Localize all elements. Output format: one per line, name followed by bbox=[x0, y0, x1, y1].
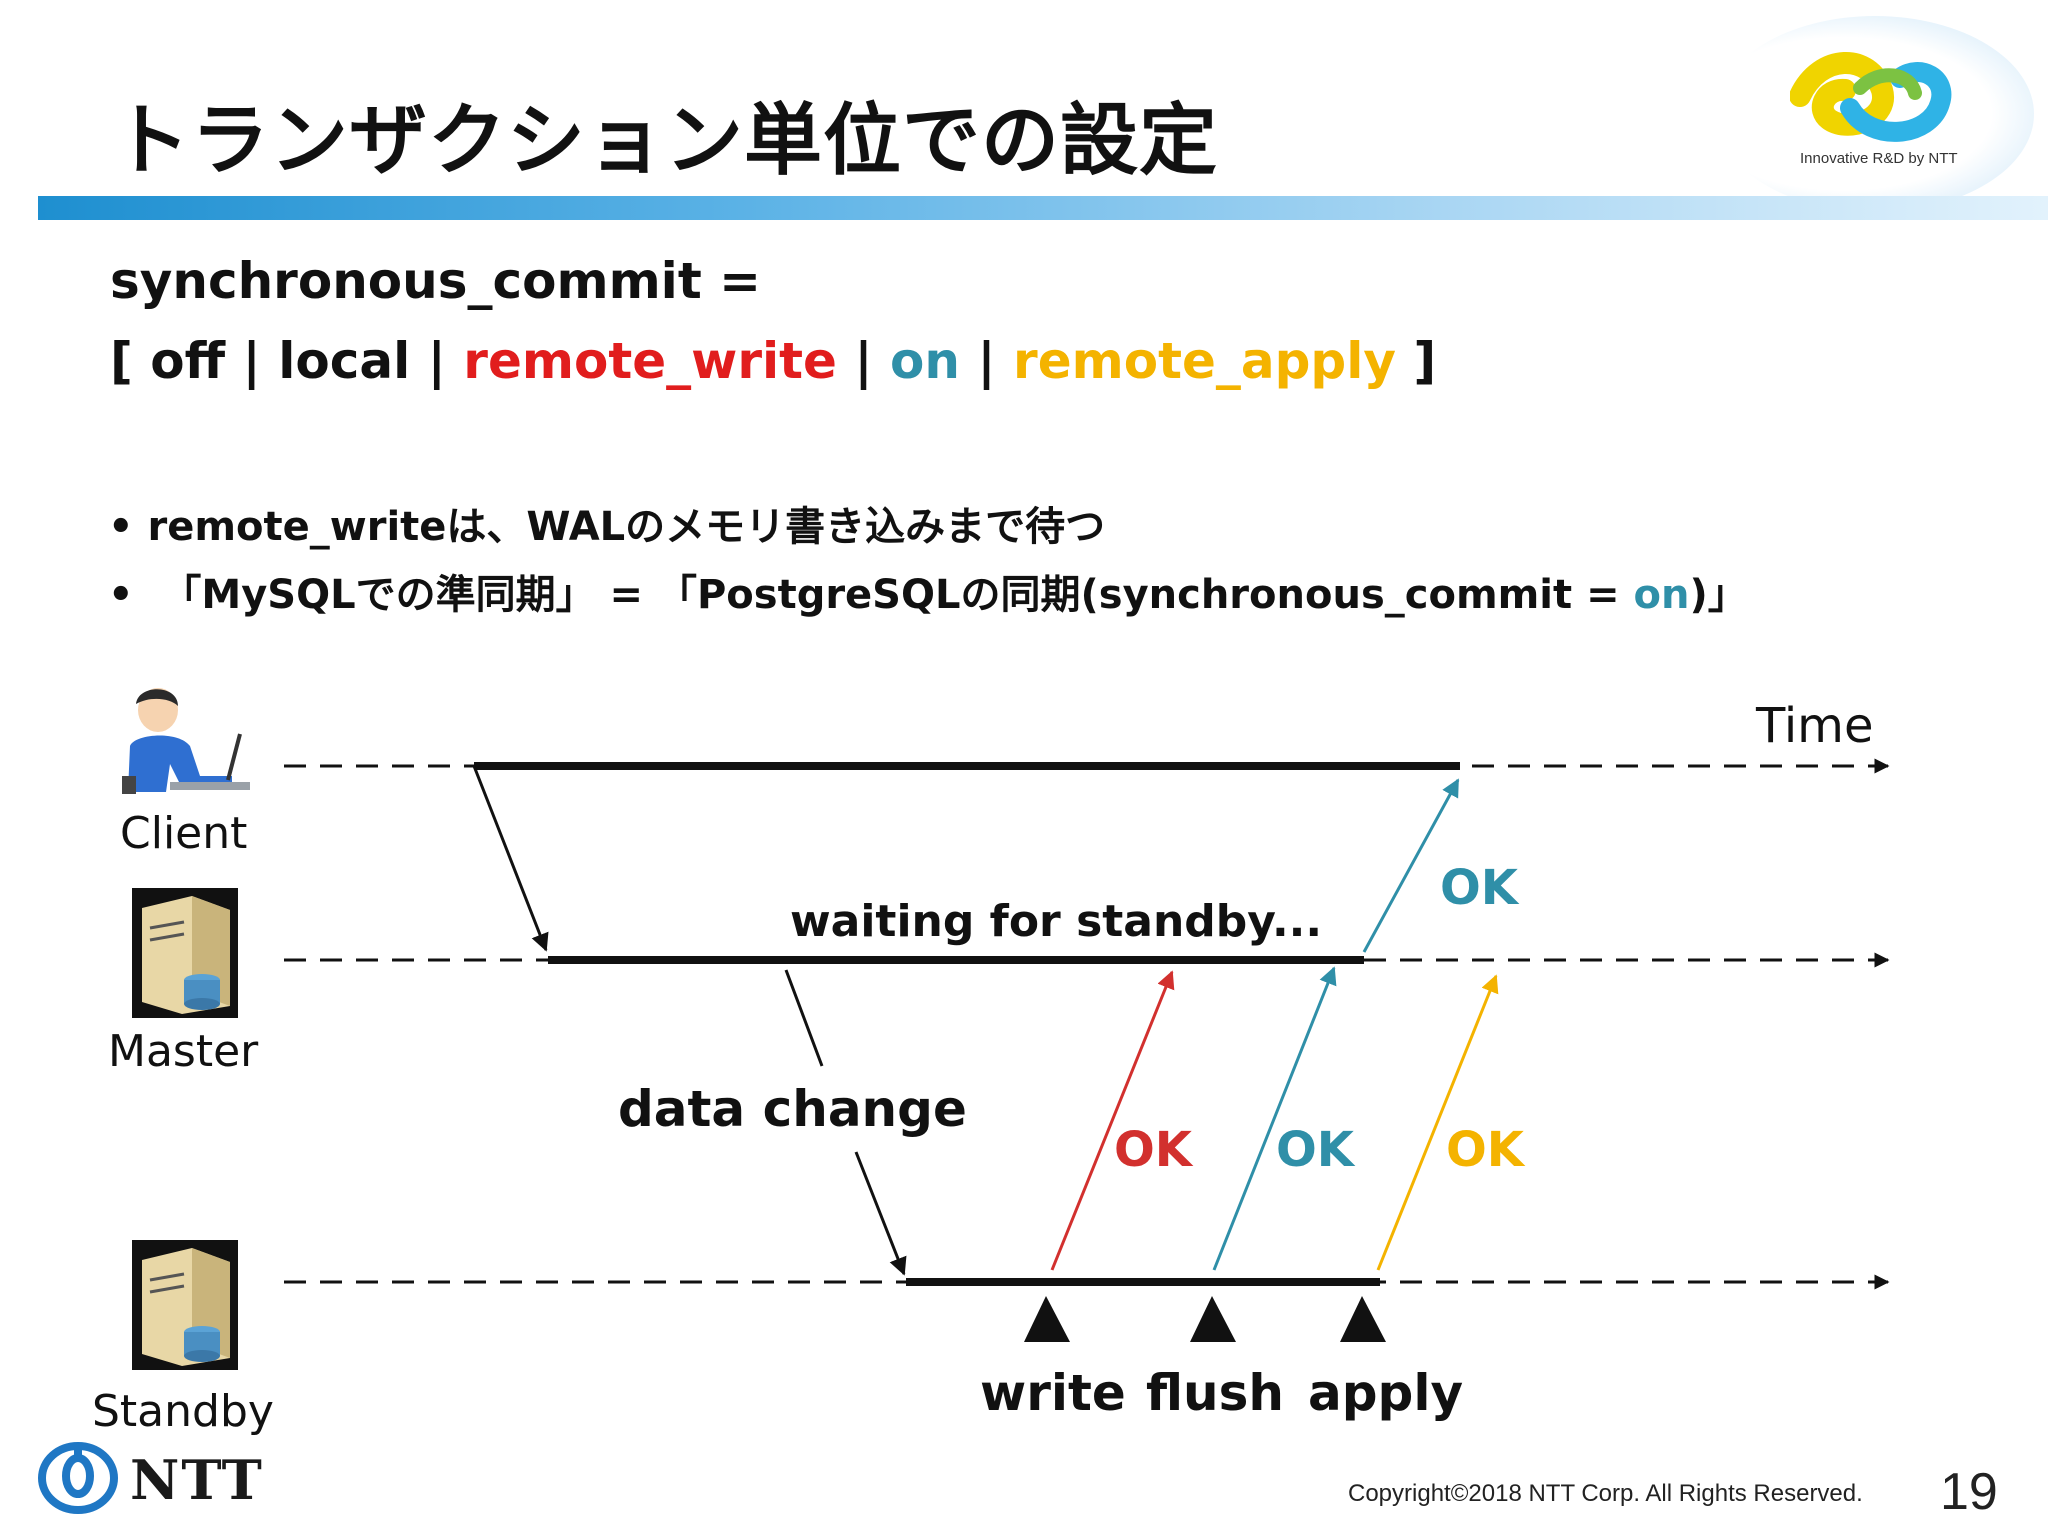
step-write-label: write bbox=[980, 1364, 1126, 1422]
setting-line-1: synchronous_commit = bbox=[110, 252, 762, 310]
client-person-icon bbox=[122, 688, 250, 794]
option-local: local bbox=[278, 332, 411, 390]
write-marker-icon bbox=[1024, 1296, 1070, 1342]
time-label: Time bbox=[1755, 698, 1873, 754]
bullet-mysql-semisync: • 「MySQLでの準同期」 = 「PostgreSQLの同期(synchron… bbox=[108, 572, 1748, 618]
actor-master-label: Master bbox=[108, 1026, 259, 1077]
waiting-label: waiting for standby... bbox=[790, 896, 1322, 947]
ok-client-label: OK bbox=[1440, 860, 1520, 916]
actor-standby-label: Standby bbox=[92, 1386, 274, 1437]
ok-flush-arrow bbox=[1212, 966, 1337, 1271]
client-to-master-arrow bbox=[472, 765, 549, 952]
apply-marker-icon bbox=[1340, 1296, 1386, 1342]
ok-write-arrow bbox=[1050, 970, 1175, 1271]
actor-client-label: Client bbox=[120, 808, 248, 859]
ok-apply-arrow bbox=[1376, 974, 1499, 1271]
option-remote-apply: remote_apply bbox=[1013, 332, 1396, 390]
option-off: off bbox=[150, 332, 226, 390]
option-on: on bbox=[890, 332, 960, 390]
standby-server-icon bbox=[132, 1240, 238, 1370]
data-change-arrow-bottom bbox=[854, 1151, 907, 1276]
ok-flush-label: OK bbox=[1276, 1122, 1356, 1178]
data-change-label: data change bbox=[618, 1080, 967, 1138]
ntt-brand: NTT bbox=[130, 1448, 264, 1512]
setting-line-2: [ off | local | remote_write | on | remo… bbox=[110, 332, 1437, 390]
step-apply-label: apply bbox=[1308, 1364, 1463, 1422]
bullet-remote-write: • remote_writeは、WALのメモリ書き込みまで待つ bbox=[108, 504, 1106, 550]
option-remote-write: remote_write bbox=[463, 332, 837, 390]
title-banner bbox=[38, 196, 2048, 220]
logo-caption: Innovative R&D by NTT bbox=[1800, 150, 1958, 167]
ok-apply-label: OK bbox=[1446, 1122, 1526, 1178]
flush-marker-icon bbox=[1190, 1296, 1236, 1342]
ntt-logo-icon bbox=[38, 1442, 118, 1514]
page-title: トランザクション単位での設定 bbox=[112, 96, 1219, 186]
step-flush-label: flush bbox=[1146, 1364, 1284, 1422]
data-change-arrow-top bbox=[784, 969, 824, 1067]
ok-write-label: OK bbox=[1114, 1122, 1194, 1178]
copyright: Copyright©2018 NTT Corp. All Rights Rese… bbox=[1348, 1480, 1863, 1507]
page-number: 19 bbox=[1940, 1463, 1998, 1521]
master-to-client-ok-arrow bbox=[1362, 778, 1460, 953]
master-server-icon bbox=[132, 888, 238, 1018]
ntt-rd-logo-icon bbox=[1790, 52, 1952, 142]
